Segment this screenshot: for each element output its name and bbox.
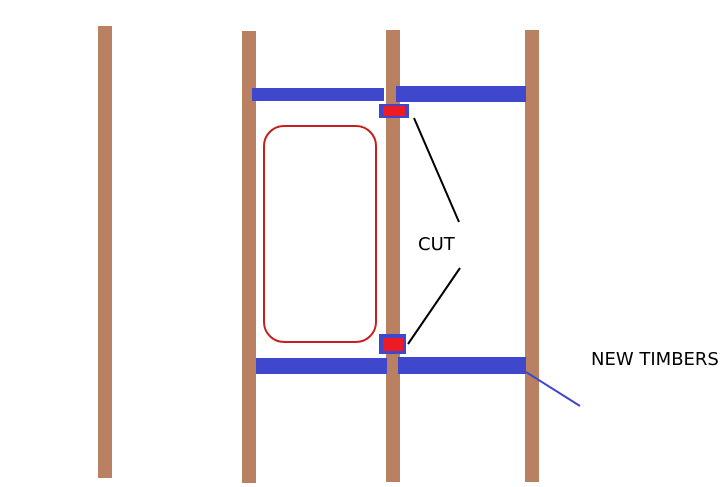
opening-outline <box>263 125 377 343</box>
stud-right <box>525 30 539 482</box>
cut-leader-bottom <box>407 267 461 345</box>
new-timbers-leader <box>525 371 581 407</box>
new-timber-top-left <box>252 88 384 101</box>
new-timbers-label: NEW TIMBERS <box>591 349 719 370</box>
cut-mark-top <box>383 106 405 116</box>
stud-far-left <box>98 26 112 478</box>
cut-label: CUT <box>418 234 455 255</box>
new-timber-bottom-left <box>256 358 387 374</box>
new-timber-bottom-right <box>398 357 526 374</box>
new-timber-top-right <box>396 86 526 102</box>
stud-middle <box>386 30 400 482</box>
cut-mark-bottom <box>383 338 403 351</box>
stud-left <box>242 31 256 483</box>
cut-leader-top <box>413 117 460 223</box>
